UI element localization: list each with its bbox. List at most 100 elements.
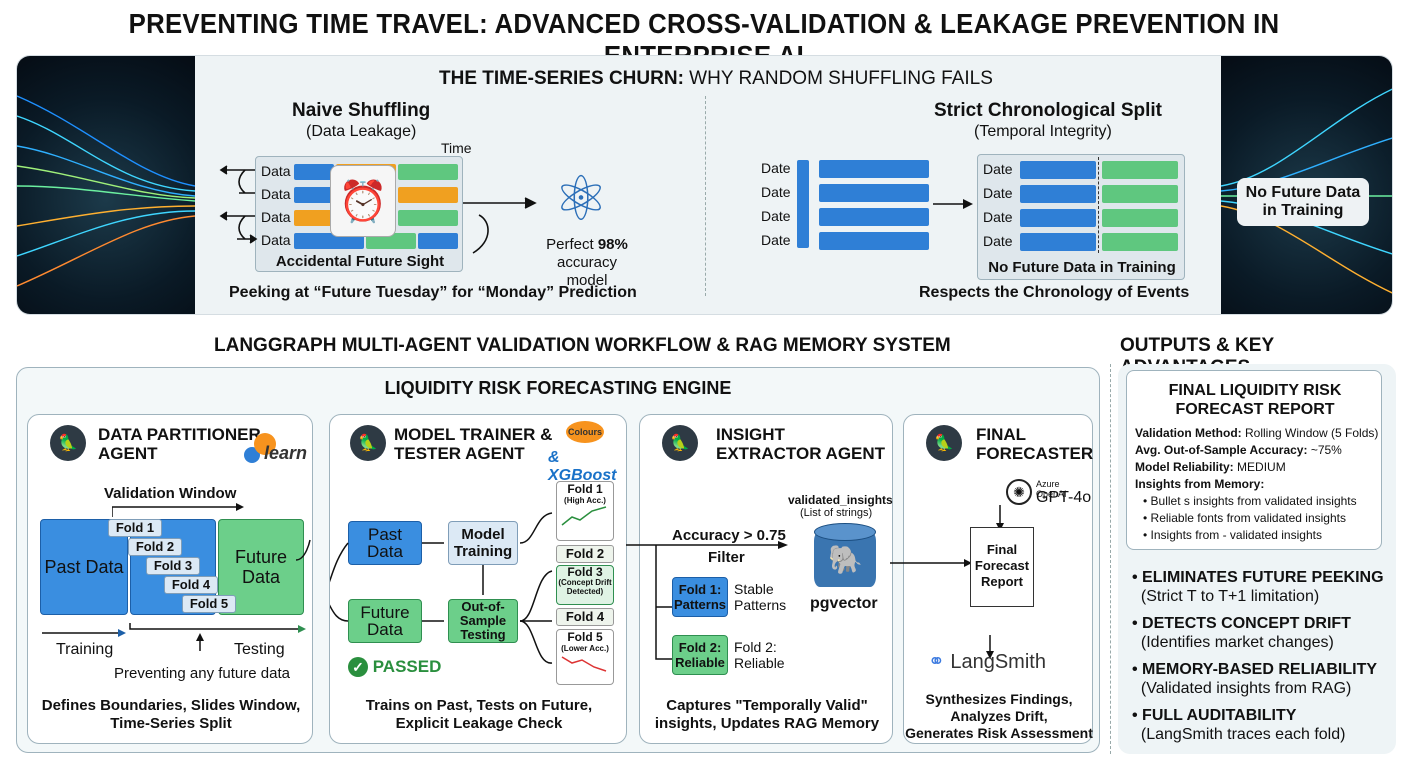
time-series-banner: No Future Data in Training THE TIME-SERI…	[16, 55, 1393, 315]
xgboost-logo: & XGBoost	[548, 449, 617, 484]
testing-label: Testing	[234, 641, 285, 658]
validated-insights-label: validated_insights	[788, 493, 893, 507]
date-label: Date	[761, 232, 791, 248]
passed-label: ✓ PASSED	[348, 657, 441, 677]
advantages-list: • ELIMINATES FUTURE PEEKING (Strict T to…	[1132, 568, 1392, 744]
fold-1-patterns-box: Fold 1: Patterns	[672, 577, 728, 617]
banner-divider	[705, 96, 706, 296]
alarm-clock-icon: ⏰	[330, 165, 396, 237]
check-icon: ✓	[348, 657, 368, 677]
fold-chip: Fold 3	[146, 557, 200, 575]
agent-title: MODEL TRAINER &TESTER AGENT	[394, 425, 553, 463]
fold-5-card: Fold 5(Lower Acc.)	[556, 629, 614, 685]
engine-panel: LIQUIDITY RISK FORECASTING ENGINE 🦜 DATA…	[16, 367, 1100, 753]
trainer-caption: Trains on Past, Tests on Future,Explicit…	[365, 697, 593, 732]
fold-chip: Fold 5	[182, 595, 236, 613]
date-label: Date	[983, 161, 1013, 177]
naive-title: Naive Shuffling	[292, 100, 431, 121]
accidental-label: Accidental Future Sight	[275, 253, 445, 270]
partitioner-caption: Defines Boundaries, Slides Window,Time-S…	[41, 697, 301, 732]
elephant-icon: 🐘	[828, 544, 863, 575]
strict-title: Strict Chronological Split	[934, 100, 1163, 121]
partitioner-to-trainer-arrows	[296, 539, 311, 561]
filter-label: Filter	[708, 549, 745, 566]
pgvector-label: pgvector	[810, 595, 878, 612]
stable-patterns-label: Stable Patterns	[734, 581, 787, 613]
past-data-block: Past Data	[40, 519, 128, 615]
langgraph-parrot-icon: 🦜	[926, 425, 962, 461]
report-bullet: • Reliable fonts from validated insights	[1143, 511, 1346, 525]
extractor-caption: Captures "Temporally Valid"insights, Upd…	[654, 697, 880, 732]
oos-testing-box: Out-of-Sample Testing	[448, 599, 518, 643]
azure-label: Azure OpenAI	[1036, 479, 1067, 499]
engine-title: LIQUIDITY RISK FORECASTING ENGINE	[384, 378, 732, 398]
model-training-box: Model Training	[448, 521, 518, 565]
report-details: Validation Method: Rolling Window (5 Fol…	[1135, 425, 1381, 544]
row-label: Data	[261, 232, 291, 248]
list-label: (List of strings)	[800, 507, 873, 519]
perfect-accuracy-label: Perfect 98%accuracy model	[546, 236, 628, 289]
chronological-grid: Date Date Date Date No Future Data in Tr…	[977, 154, 1185, 280]
banner-heading: THE TIME-SERIES CHURN: WHY RANDOM SHUFFL…	[439, 68, 993, 89]
langgraph-parrot-icon: 🦜	[50, 425, 86, 461]
right-data-stream-art: No Future Data in Training	[1220, 56, 1392, 314]
advantage-item: • ELIMINATES FUTURE PEEKING (Strict T to…	[1132, 569, 1384, 605]
naive-subtitle: (Data Leakage)	[306, 123, 417, 140]
atom-model-icon: ⚛	[553, 165, 609, 234]
fold-chip: Fold 4	[164, 576, 218, 594]
forecast-report-doc: Final Forecast Report	[970, 527, 1034, 607]
workflow-heading: LANGGRAPH MULTI-AGENT VALIDATION WORKFLO…	[214, 335, 951, 356]
train-test-arrows	[42, 623, 306, 651]
naive-caption: Peeking at “Future Tuesday” for “Monday”…	[229, 284, 637, 301]
preventing-label: Preventing any future data	[114, 665, 290, 682]
training-label: Training	[56, 641, 114, 658]
shuffle-arrows	[219, 165, 258, 244]
validation-window-label: Validation Window	[104, 485, 237, 502]
advantage-item: • FULL AUDITABILITY (LangSmith traces ea…	[1132, 707, 1346, 743]
trainer-arrows	[330, 512, 553, 664]
fold-2-card: Fold 2	[556, 545, 614, 563]
trainer-future-block: Future Data	[348, 599, 422, 643]
langsmith-icon: ⚭	[928, 651, 945, 673]
fold-1-card: Fold 1(High Acc.)	[556, 481, 614, 541]
fold-chip: Fold 2	[128, 538, 182, 556]
arrow-to-model	[463, 197, 537, 254]
row-label: Data	[261, 186, 291, 202]
window-arrow	[112, 503, 244, 517]
gpt-label: GPT-4o	[1036, 489, 1092, 506]
arrow-to-split	[933, 199, 973, 209]
strict-caption: Respects the Chronology of Events	[919, 284, 1190, 301]
time-label: Time	[441, 140, 472, 156]
forecaster-caption: Synthesizes Findings,Analyzes Drift,Gene…	[905, 691, 1093, 741]
date-label: Date	[761, 160, 791, 176]
date-label: Date	[983, 233, 1013, 249]
fold-4-card: Fold 4	[556, 608, 614, 626]
fold-chip: Fold 1	[108, 519, 162, 537]
advantage-item: • DETECTS CONCEPT DRIFT (Identifies mark…	[1132, 615, 1351, 651]
date-label: Date	[761, 184, 791, 200]
date-label: Date	[983, 209, 1013, 225]
filter-arrows	[626, 541, 788, 660]
report-bullet: • Insights from - validated insights	[1143, 528, 1322, 542]
colours-logo: Colours	[566, 421, 604, 443]
no-future-badge: No Future Data in Training	[1237, 178, 1369, 226]
openai-logo-icon: ✺	[1006, 479, 1032, 505]
date-label: Date	[983, 185, 1013, 201]
model-trainer-agent: 🦜 MODEL TRAINER &TESTER AGENT Colours & …	[329, 414, 627, 744]
reliable-label: Fold 2: Reliable	[734, 639, 785, 671]
trainer-past-block: Past Data	[348, 521, 422, 565]
no-future-label: No Future Data in Training	[988, 259, 1176, 276]
accuracy-filter-label: Accuracy > 0.75	[672, 527, 786, 544]
left-data-stream-art	[17, 56, 196, 314]
langsmith-logo: ⚭ LangSmith	[928, 651, 1046, 673]
section-divider	[1110, 364, 1111, 754]
